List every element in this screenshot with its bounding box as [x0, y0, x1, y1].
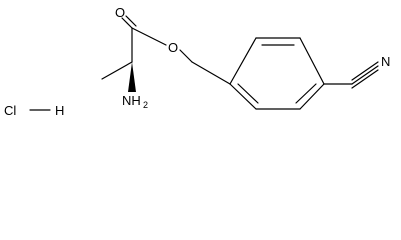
chemical-structure-canvas: O O N NH 2 Cl H	[4, 5, 391, 118]
ring-bond-4	[299, 83, 325, 110]
atom-carbonyl-oxygen: O	[115, 5, 125, 20]
atom-amine-nitrogen: NH	[122, 93, 141, 108]
bond-methyl-alpha	[101, 61, 133, 80]
ring-inner-double-3	[237, 83, 259, 104]
atom-hcl-chlorine: Cl	[4, 103, 16, 118]
atom-ester-oxygen: O	[168, 40, 178, 55]
nitrile-triple-2	[351, 65, 379, 85]
atom-hcl-hydrogen: H	[55, 103, 64, 118]
chemical-structure-drawing: O O N NH 2 Cl H	[4, 5, 390, 118]
bond-ch2-ring	[191, 61, 231, 85]
bond-carbonyl-ester-o	[131, 27, 167, 46]
bond-ester-o-ch2	[179, 49, 193, 63]
atom-nitrile-nitrogen: N	[381, 54, 390, 69]
ring-bond-3	[299, 37, 325, 85]
atom-amine-subscript: 2	[143, 100, 148, 110]
ring-inner-double-2	[295, 83, 317, 104]
nitrile-triple-3	[351, 69, 379, 89]
ring-bond-6	[229, 83, 257, 110]
ring-bond-1	[229, 37, 257, 85]
nitrile-triple-1	[351, 61, 379, 81]
bond-carbonyl-double-1	[121, 17, 133, 29]
bond-carbonyl-double-2	[125, 15, 137, 27]
wedge-bond-alpha-amine	[128, 62, 136, 92]
